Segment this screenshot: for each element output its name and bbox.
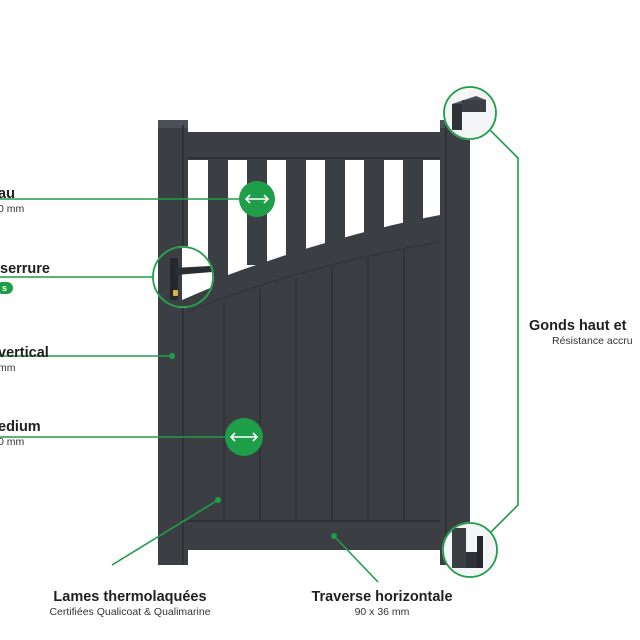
rail-label-sub: 90 x 36 mm [354, 606, 410, 618]
gate-leaf [158, 120, 470, 565]
top-hinge-detail [443, 86, 497, 140]
lock-label: serrure s [0, 261, 50, 296]
lock-label-title: serrure [0, 261, 50, 277]
panel-grooves [223, 250, 405, 520]
picket-width-marker [239, 181, 275, 217]
double-arrow-icon [229, 432, 259, 442]
rail-label: Traverse horizontale 90 x 36 mm [311, 589, 452, 619]
connector-lines [0, 125, 519, 583]
post-label-sub: mm [0, 362, 16, 374]
blades-label-sub: Certifiées Qualicoat & Qualimarine [49, 606, 211, 618]
blade-width-marker [225, 418, 263, 456]
post-label-title: vertical [0, 345, 49, 361]
blade-label: edium 0 mm [0, 419, 41, 449]
right-post [440, 120, 470, 565]
lock-label-badge: s [0, 282, 14, 294]
rail-label-title: Traverse horizontale [311, 589, 453, 605]
top-rail [188, 132, 440, 160]
hinges-label-sub: Résistance accru [552, 335, 633, 347]
hinge-icon [452, 96, 486, 130]
picket-label: au 0 mm [0, 186, 24, 216]
connector-dots [169, 353, 337, 539]
hinges-label-title: Gonds haut et [529, 318, 627, 334]
blades-label: Lames thermolaquées Certifiées Qualicoat… [49, 589, 210, 619]
picket-label-title: au [0, 186, 15, 202]
lock-handle-icon [170, 258, 212, 300]
hinges-label: Gonds haut et Résistance accru [529, 318, 633, 348]
bottom-rail [188, 520, 440, 550]
picket-label-sub: 0 mm [0, 203, 25, 215]
bottom-hinge-detail [442, 522, 498, 578]
hinge-icon [452, 528, 483, 568]
blade-label-sub: 0 mm [0, 436, 25, 448]
blades-label-title: Lames thermolaquées [53, 589, 207, 605]
blade-label-title: edium [0, 419, 41, 435]
curved-rail [188, 215, 440, 312]
double-arrow-icon [244, 194, 270, 204]
pickets [208, 160, 423, 280]
post-label: vertical mm [0, 345, 49, 375]
